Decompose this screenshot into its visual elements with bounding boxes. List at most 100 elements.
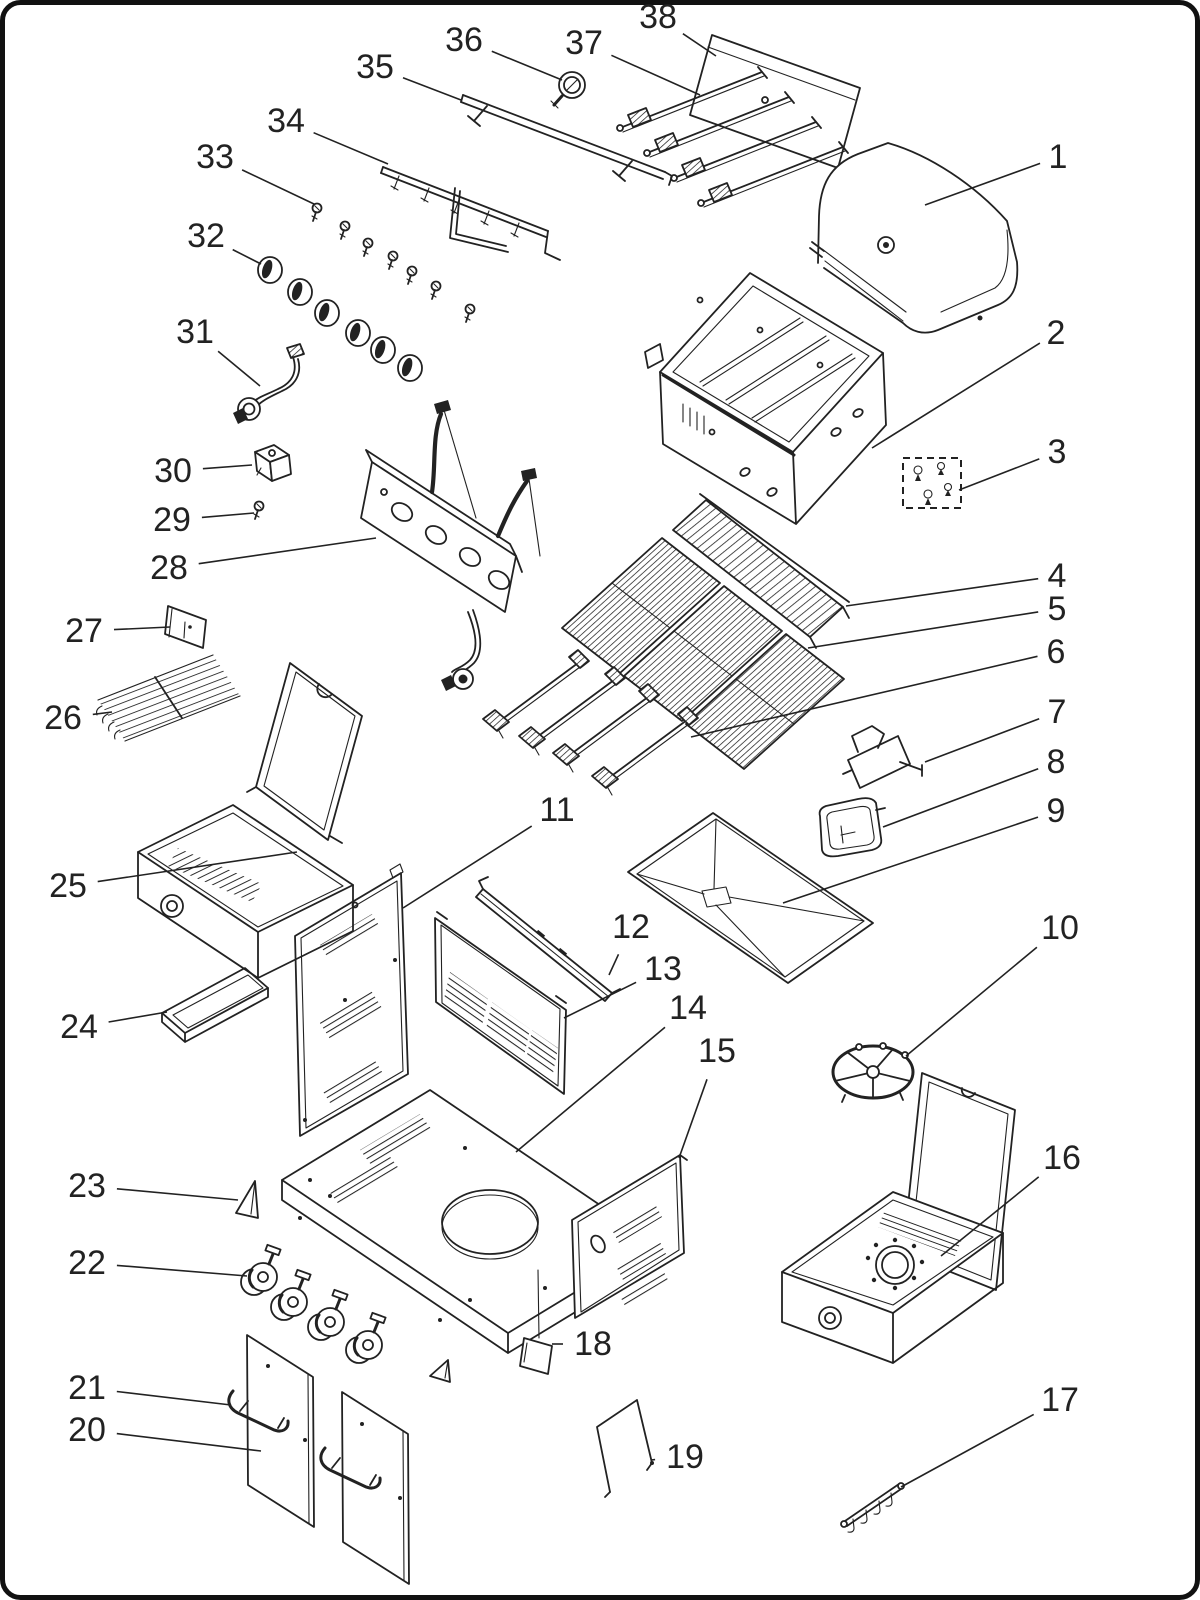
part-26-wire-grate: [96, 654, 241, 742]
part-24-side-tray: [161, 967, 269, 1043]
callout-6-leader: [690, 655, 1038, 738]
callout-23-leader: [116, 1188, 239, 1201]
callout-36-label: 36: [445, 21, 483, 59]
callout-31-label: 31: [176, 313, 214, 351]
callout-8-label: 8: [1047, 743, 1066, 781]
callout-9-label: 9: [1047, 792, 1066, 830]
callout-34-label: 34: [267, 102, 305, 140]
part-9-grease-tray: [627, 812, 874, 984]
callout-3-label: 3: [1048, 433, 1067, 471]
callout-12-label: 12: [612, 908, 650, 946]
callout-23-label: 23: [68, 1167, 106, 1205]
callout-8-leader: [882, 767, 1039, 828]
callout-27-label: 27: [65, 612, 103, 650]
part-23-corner-bracket-right: [429, 1359, 451, 1383]
callout-3-leader: [958, 458, 1040, 491]
callout-15-leader: [678, 1079, 708, 1159]
callout-26-label: 26: [44, 699, 82, 737]
part-14-bottom-shelf: [281, 1089, 657, 1354]
callout-layer: 1234567891011121314151617181920212223242…: [44, 0, 1081, 1488]
callout-24-label: 24: [60, 1008, 98, 1046]
part-15-right-panel: [571, 1154, 688, 1319]
part-18-match-holder: [519, 1269, 553, 1375]
callout-1-label: 1: [1049, 138, 1068, 176]
callout-30-label: 30: [154, 452, 192, 490]
callout-19-label: 19: [666, 1438, 704, 1476]
part-27-mounting-plate: [164, 605, 207, 649]
callout-4-leader: [845, 577, 1039, 607]
callout-28-leader: [198, 537, 377, 565]
part-2-firebox: [644, 272, 887, 525]
callout-37-leader: [611, 54, 701, 96]
part-8-grease-cup: [818, 797, 886, 858]
part-25-side-burner-box: [137, 662, 363, 979]
callout-1-leader: [924, 162, 1041, 206]
callout-6-label: 6: [1047, 633, 1066, 671]
callout-32-leader: [232, 248, 262, 265]
callout-14-label: 14: [669, 989, 707, 1027]
callout-21-label: 21: [68, 1369, 106, 1407]
callout-10-label: 10: [1041, 909, 1079, 947]
callout-9-leader: [782, 816, 1039, 904]
callout-17-label: 17: [1041, 1381, 1079, 1419]
part-23-corner-bracket-left: [235, 1180, 259, 1219]
callout-34-leader: [313, 131, 389, 165]
callout-26-leader: [92, 711, 113, 716]
callout-33-leader: [241, 169, 315, 205]
callout-12-leader: [608, 953, 620, 976]
part-11-left-panel: [294, 863, 409, 1137]
callout-32-label: 32: [187, 217, 225, 255]
callout-11-label: 11: [539, 791, 574, 829]
part-36-thermometer: [550, 71, 586, 109]
callout-22-label: 22: [68, 1244, 106, 1282]
callout-4-label: 4: [1048, 557, 1067, 595]
part-13-back-panel: [434, 911, 567, 1095]
callout-21-leader: [116, 1390, 232, 1406]
callout-37-label: 37: [565, 24, 603, 62]
callout-11-leader: [402, 825, 533, 909]
callout-14-leader: [515, 1026, 666, 1153]
callout-30-leader: [202, 464, 253, 470]
callout-29-label: 29: [153, 501, 191, 539]
callout-16-leader: [940, 1176, 1040, 1257]
part-19-tank-wire: [596, 1399, 654, 1498]
callout-20-leader: [116, 1432, 262, 1452]
callout-22-leader: [116, 1264, 248, 1277]
callout-31-leader: [217, 350, 261, 387]
part-35-lid-handle: [460, 94, 673, 186]
callout-13-leader: [563, 981, 637, 1019]
part-31-hose-regulator: [233, 343, 305, 424]
part-28-control-panel: [360, 400, 541, 691]
callout-25-label: 25: [49, 867, 87, 905]
part-12-cross-brace: [475, 876, 621, 1002]
part-16-side-burner-box-right: [781, 1072, 1016, 1364]
callout-16-label: 16: [1043, 1139, 1081, 1177]
callout-13-label: 13: [644, 950, 682, 988]
callout-10-leader: [905, 946, 1038, 1057]
callout-20-label: 20: [68, 1411, 106, 1449]
callout-2-leader: [871, 342, 1041, 449]
callout-35-leader: [402, 76, 462, 101]
callout-7-label: 7: [1048, 693, 1067, 731]
callout-27-leader: [113, 626, 171, 631]
callout-29-leader: [201, 512, 255, 519]
callout-17-leader: [900, 1413, 1035, 1488]
callout-28-label: 28: [150, 549, 188, 587]
callout-15-label: 15: [698, 1032, 736, 1070]
callout-18-label: 18: [574, 1325, 612, 1363]
callout-7-leader: [924, 717, 1040, 763]
part-5-cooking-grates: [561, 537, 845, 770]
part-34-manifold: [380, 166, 561, 261]
callout-5-label: 5: [1048, 590, 1067, 628]
part-10-side-burner-grate: [831, 1042, 915, 1103]
callout-36-leader: [491, 50, 563, 81]
callout-2-label: 2: [1047, 314, 1066, 352]
part-30-igniter: [254, 444, 292, 482]
part-21-door-handles: [227, 1389, 382, 1490]
callout-35-label: 35: [356, 48, 394, 86]
callout-24-leader: [108, 1011, 168, 1023]
callout-38-leader: [682, 33, 717, 57]
